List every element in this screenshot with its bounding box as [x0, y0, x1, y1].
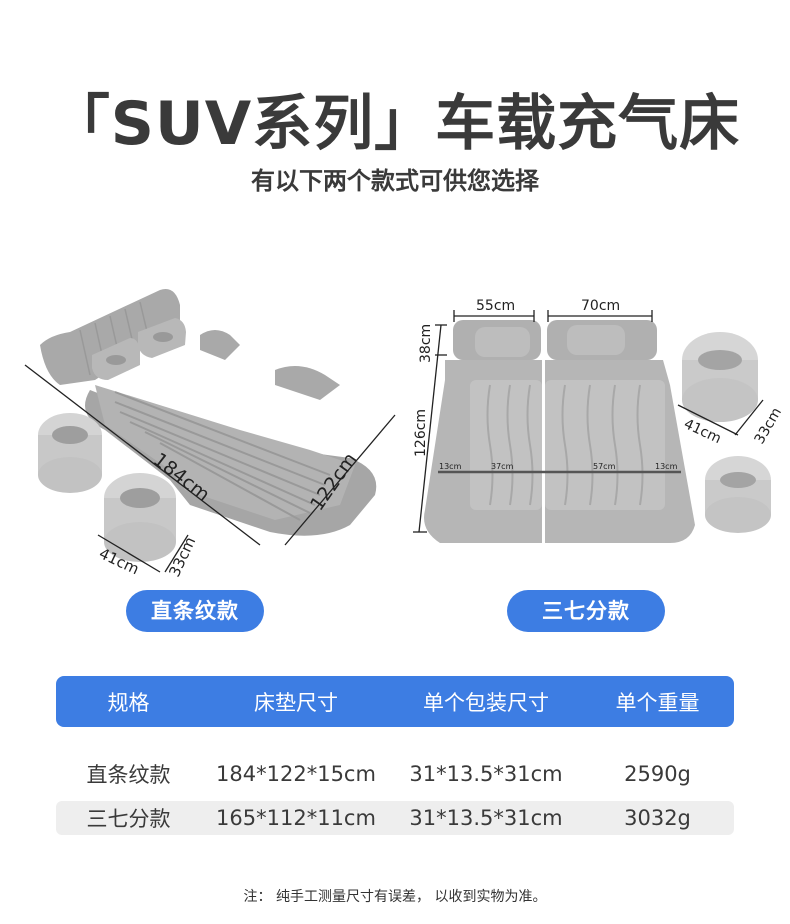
table-row: 三七分款 165*112*11cm 31*13.5*31cm 3032g	[56, 801, 734, 835]
dim-segment-2-label: 37cm	[491, 462, 514, 471]
dim-segment-4-label: 13cm	[655, 462, 678, 471]
dim-right-width-label: 70cm	[581, 298, 620, 314]
cell-weight: 3032g	[624, 806, 691, 830]
page-subtitle: 有以下两个款式可供您选择	[251, 167, 539, 195]
measurement-note: 注： 纯手工测量尺寸有误差， 以收到实物为准。	[243, 889, 547, 905]
header-weight: 单个重量	[615, 690, 700, 715]
header-package-size: 单个包装尺寸	[423, 690, 549, 715]
dim-segment-3-label: 57cm	[593, 462, 616, 471]
header-spec: 规格	[107, 690, 150, 715]
spec-table: 规格 床垫尺寸 单个包装尺寸 单个重量 直条纹款 184*122*15cm 31…	[56, 676, 734, 835]
dim-segment-1-label: 13cm	[439, 462, 462, 471]
dim-body-height-label: 126cm	[413, 409, 429, 457]
spec-table-header: 规格 床垫尺寸 单个包装尺寸 单个重量	[56, 676, 734, 727]
dim-stool-height-label: 33cm	[752, 405, 785, 447]
cell-package-size: 31*13.5*31cm	[409, 806, 563, 830]
product-image-straight-stripe: 184cm 122cm 41cm 33cm	[20, 280, 400, 580]
table-row: 直条纹款 184*122*15cm 31*13.5*31cm 2590g	[56, 754, 734, 794]
cell-mattress-size: 184*122*15cm	[216, 762, 376, 786]
cell-spec: 三七分款	[86, 807, 171, 831]
cell-package-size: 31*13.5*31cm	[409, 762, 563, 786]
product-image-three-seven-split: 55cm 70cm 38cm 126cm 13cm 37cm 57cm 13cm…	[405, 285, 790, 565]
style-badge-straight-stripe: 直条纹款	[126, 590, 264, 632]
stool-illustration	[682, 332, 771, 533]
style-badge-three-seven-split: 三七分款	[507, 590, 665, 632]
cell-mattress-size: 165*112*11cm	[216, 806, 376, 830]
dim-head-height-label: 38cm	[418, 324, 434, 363]
dim-left-width-label: 55cm	[476, 298, 515, 314]
mattress-illustration	[40, 289, 377, 536]
cell-spec: 直条纹款	[86, 763, 171, 787]
stool-illustration	[38, 413, 176, 562]
cell-weight: 2590g	[624, 762, 691, 786]
header-mattress-size: 床垫尺寸	[254, 690, 338, 715]
page-title: 「SUV系列」车载充气床	[49, 89, 741, 159]
mattress-illustration	[424, 320, 695, 543]
